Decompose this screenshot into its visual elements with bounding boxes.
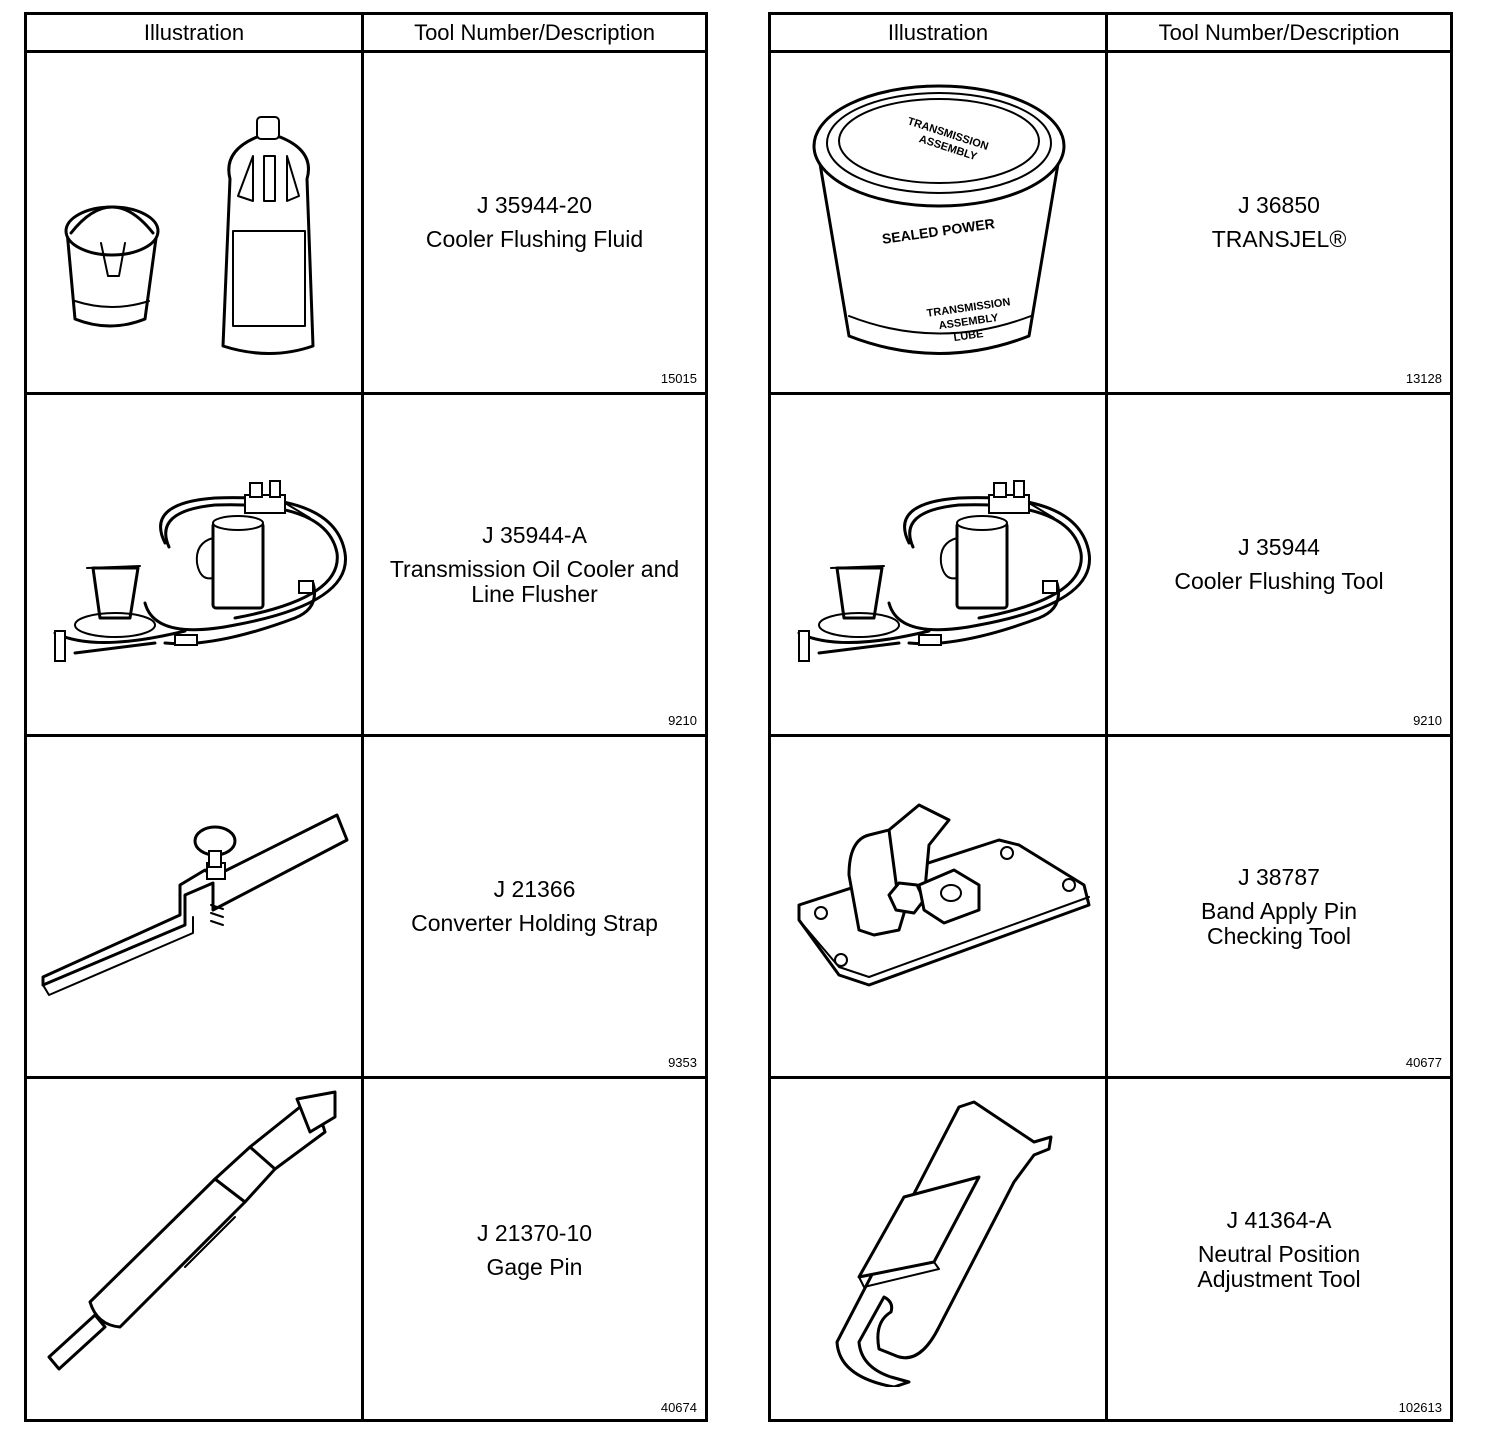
illustration-cell	[27, 53, 364, 392]
table-row: J 21370-10 Gage Pin 40674	[27, 1079, 705, 1421]
illustration-cell	[771, 737, 1108, 1076]
illustration-cell: TRANSMISSION ASSEMBLY SEALED POWER TRANS…	[771, 53, 1108, 392]
bucket-and-jug-icon	[64, 116, 315, 355]
figure-number: 40674	[660, 1400, 697, 1415]
tool-number: J 21366	[493, 876, 576, 902]
illustration-cell	[27, 1079, 364, 1421]
tool-description: Cooler Flushing Tool	[1174, 568, 1384, 594]
tool-description: TRANSJEL®	[1211, 226, 1347, 252]
tool-description-cell: J 35944-20 Cooler Flushing Fluid	[364, 53, 705, 392]
illustration-header: Illustration	[771, 15, 1108, 53]
tool-number: J 41364-A	[1226, 1207, 1332, 1233]
tool-table-left: Illustration Tool Number/Description J 3…	[24, 12, 708, 1422]
table-row: J 38787 Band Apply Pin Checking Tool 406…	[771, 737, 1450, 1079]
tool-description: Cooler Flushing Fluid	[425, 226, 644, 252]
table-row: J 35944-A Transmission Oil Cooler and Li…	[27, 395, 705, 737]
figure-number: 102613	[1398, 1400, 1442, 1415]
figure-number: 13128	[1405, 371, 1442, 386]
tool-description: Gage Pin	[486, 1253, 583, 1280]
table-row: J 21366 Converter Holding Strap 9353	[27, 737, 705, 1079]
figure-number: 40677	[1405, 1055, 1442, 1070]
illustration-cell	[771, 395, 1108, 734]
tool-description: Band Apply Pin Checking Tool	[1200, 897, 1357, 949]
figure-number: 9210	[668, 713, 697, 728]
tool-description-cell: J 38787 Band Apply Pin Checking Tool	[1108, 737, 1450, 1076]
tool-number: J 35944	[1238, 534, 1320, 560]
pin-checking-fixture-icon	[797, 803, 1091, 987]
tool-number: J 36850	[1238, 192, 1320, 218]
adjustment-bracket-icon	[835, 1100, 1053, 1387]
illustration-header: Illustration	[27, 15, 364, 53]
gage-pin-icon	[47, 1090, 337, 1371]
illustration-cell	[771, 1079, 1108, 1421]
tool-description: Transmission Oil Cooler and Line Flusher	[389, 555, 680, 607]
tool-description: Converter Holding Strap	[411, 910, 658, 936]
tool-description-cell: J 41364-A Neutral Position Adjustment To…	[1108, 1079, 1450, 1421]
figure-number: 9353	[668, 1055, 697, 1070]
tool-description-cell: J 35944-A Transmission Oil Cooler and Li…	[364, 395, 705, 734]
tool-table-right: Illustration Tool Number/Description TRA…	[768, 12, 1453, 1422]
figure-number: 15015	[660, 371, 697, 386]
tool-description-cell: J 36850 TRANSJEL®	[1108, 53, 1450, 392]
description-header: Tool Number/Description	[364, 15, 705, 53]
holding-strap-icon	[41, 813, 349, 996]
tool-description-cell: J 35944 Cooler Flushing Tool	[1108, 395, 1450, 734]
tool-description: Neutral Position Adjustment Tool	[1197, 1241, 1361, 1292]
flusher-apparatus-icon	[53, 480, 347, 662]
tool-number: J 38787	[1238, 863, 1320, 890]
tub-side-label: LUBE	[953, 328, 984, 344]
table-row: J 35944-20 Cooler Flushing Fluid 15015	[27, 53, 705, 395]
tool-description-cell: J 21366 Converter Holding Strap	[364, 737, 705, 1076]
illustration-cell	[27, 395, 364, 734]
tool-number: J 35944-A	[482, 521, 587, 548]
table-row: J 35944 Cooler Flushing Tool 9210	[771, 395, 1450, 737]
figure-number: 9210	[1413, 713, 1442, 728]
description-header: Tool Number/Description	[1108, 15, 1450, 53]
tool-description-cell: J 21370-10 Gage Pin	[364, 1079, 705, 1421]
tool-number: J 35944-20	[476, 192, 593, 218]
illustration-cell	[27, 737, 364, 1076]
table-row: TRANSMISSION ASSEMBLY SEALED POWER TRANS…	[771, 53, 1450, 395]
lube-tub-icon: TRANSMISSION ASSEMBLY SEALED POWER TRANS…	[812, 84, 1066, 355]
table-row: J 41364-A Neutral Position Adjustment To…	[771, 1079, 1450, 1421]
flusher-apparatus-icon	[797, 480, 1091, 662]
tool-number: J 21370-10	[476, 1219, 593, 1246]
